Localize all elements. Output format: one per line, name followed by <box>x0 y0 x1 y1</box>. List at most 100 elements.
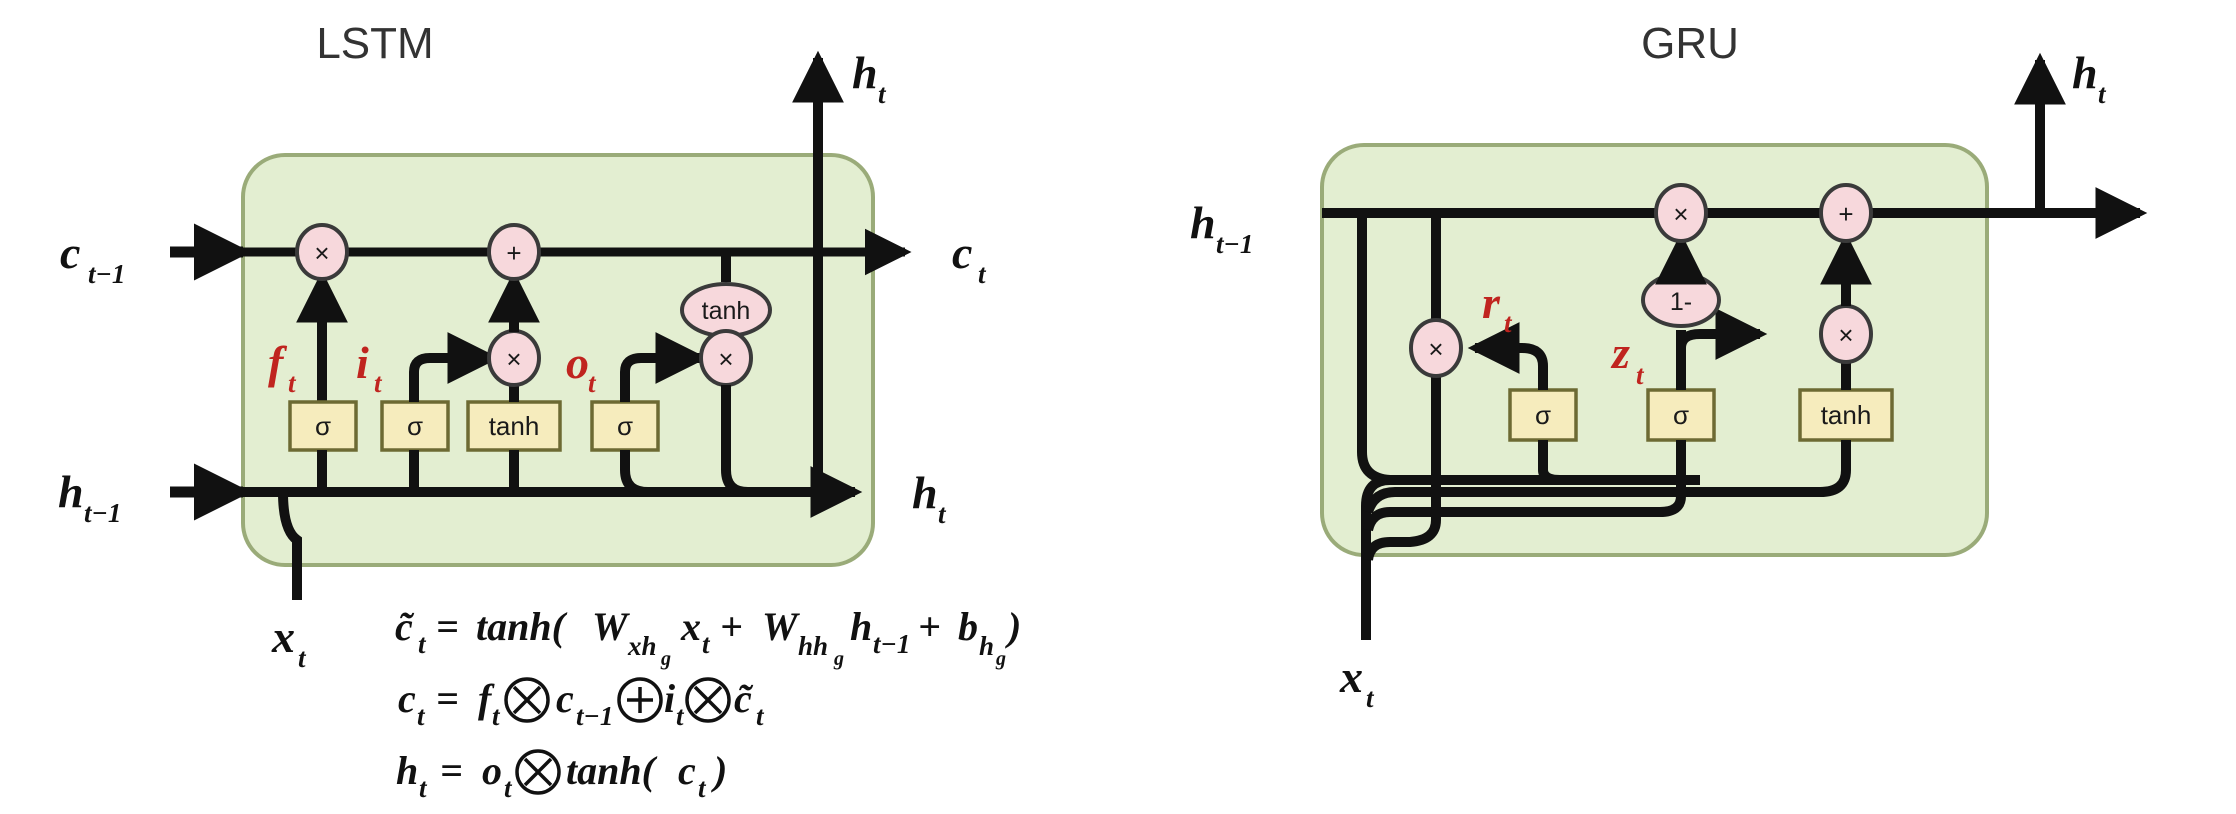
lstm-x-base: x <box>271 611 295 662</box>
lstm-candidate-tanh-box <box>466 400 562 452</box>
gru-x-sub: t <box>1366 683 1375 713</box>
gru-x-base: x <box>1339 651 1363 702</box>
lstm-output-sigma-text: σ <box>617 411 633 441</box>
eq2-c-prev: c <box>556 676 574 721</box>
gru-candidate-tanh-down <box>1395 440 1851 497</box>
eq3-close-paren: ) <box>711 748 727 793</box>
lstm-o-base: o <box>566 337 589 388</box>
lstm-output-multiply-glyph: × <box>718 344 733 374</box>
gru-reset-multiply-op <box>1409 318 1463 378</box>
eq1-w-xh: W <box>592 604 630 649</box>
eq2-i-sub: t <box>676 701 685 731</box>
eq1-w-xh-subsub: g <box>660 648 671 670</box>
lstm-forget-multiply-glyph: × <box>314 238 329 268</box>
lstm-forget-sigma-text: σ <box>315 411 331 441</box>
gru-update-add-op <box>1819 183 1873 243</box>
lstm-h-out-r-base: h <box>912 467 938 518</box>
gru-title: GRU <box>1641 19 1739 68</box>
eq2-c-prev-sub: t−1 <box>576 701 613 731</box>
gru-h-prev-sub: t−1 <box>1216 229 1253 259</box>
gru-reset-multiply-glyph: × <box>1428 334 1443 364</box>
lstm-output-sigma-box <box>590 400 660 452</box>
eq2-lhs-c: c <box>398 676 416 721</box>
eq3-o-sub: t <box>504 773 513 803</box>
eq1-plus-1: + <box>720 604 743 649</box>
eq1-h: h <box>850 604 872 649</box>
equations-group: c̃ t = tanh( W xh g x t + W hh g h t−1 +… <box>395 604 1021 803</box>
eq3-equals: = <box>440 748 463 793</box>
lstm-i-base: i <box>356 337 369 388</box>
eq2-otimes-2-circle <box>685 677 731 723</box>
eq3-c: c <box>678 748 696 793</box>
lstm-f-sub: t <box>288 368 297 398</box>
gru-hidden-state-in-label: h t−1 <box>1190 197 1253 259</box>
gru-x-bus-d <box>1363 487 1396 514</box>
lstm-cell-tanh-text: tanh <box>702 297 751 325</box>
lstm-o-sub: t <box>588 368 597 398</box>
eq1-w-xh-sub: xh <box>627 631 657 661</box>
eq2-ctilde: c̃ <box>734 676 754 721</box>
lstm-input-multiply-glyph: × <box>506 344 521 374</box>
eq3-lhs-sub: t <box>419 773 428 803</box>
gru-hprev-branch-reset <box>1390 213 1441 547</box>
eq1-h-sub: t−1 <box>873 629 910 659</box>
lstm-forget-multiply-op <box>295 223 349 281</box>
gru-input-x-label: x t <box>1339 651 1375 713</box>
lstm-hidden-out-top-label: h t <box>852 47 887 109</box>
eq1-plus-2: + <box>918 604 941 649</box>
gru-reset-to-mult-wire <box>1467 322 1548 390</box>
lstm-cell-body <box>241 153 875 567</box>
lstm-panel: LSTM c t−1 h t−1 c t h t <box>58 19 987 673</box>
gru-r-base: r <box>1482 277 1501 328</box>
gru-update-add-glyph: + <box>1838 199 1853 229</box>
equation-cell-state: c t = f t c t−1 i t c̃ t <box>398 676 765 731</box>
lstm-output-gate-label: o t <box>566 337 597 398</box>
gru-panel: GRU h t−1 h t × σ r t <box>1190 19 2148 713</box>
gru-candidate-tanh-text: tanh <box>1821 400 1872 430</box>
eq1-b: b <box>958 604 978 649</box>
gru-hidden-out-top-label: h t <box>2072 47 2107 109</box>
lstm-c-out-base: c <box>952 227 972 278</box>
lstm-candidate-tanh-text: tanh <box>489 411 540 441</box>
gru-update-gate-label: z t <box>1610 327 1645 390</box>
equation-candidate-cell: c̃ t = tanh( W xh g x t + W hh g h t−1 +… <box>395 604 1021 670</box>
lstm-h-prev-base: h <box>58 466 84 517</box>
gru-z-base: z <box>1610 327 1630 378</box>
eq3-tanh-open: tanh( <box>566 748 658 793</box>
gru-x-bus-b <box>1363 537 1391 561</box>
eq3-c-sub: t <box>698 773 707 803</box>
lstm-state-add-glyph: + <box>506 238 521 268</box>
lstm-i-sub: t <box>374 368 383 398</box>
lstm-state-add-op <box>487 223 541 281</box>
lstm-c-out-sub: t <box>978 259 987 289</box>
equation-hidden-state: h t = o t tanh( c t ) <box>396 748 727 803</box>
lstm-x-sub: t <box>298 643 307 673</box>
lstm-input-gate-label: i t <box>356 337 383 398</box>
lstm-c-prev-sub: t−1 <box>88 259 125 289</box>
eq3-lhs-h: h <box>396 748 418 793</box>
gru-h-prev-base: h <box>1190 197 1216 248</box>
lstm-h-out-r-sub: t <box>938 499 947 529</box>
lstm-h-out-t-sub: t <box>878 79 887 109</box>
gru-reset-sigma-text: σ <box>1535 400 1551 430</box>
lstm-hidden-out-right-label: h t <box>912 467 947 529</box>
gru-reset-sigma-box <box>1508 388 1578 442</box>
lstm-output-sigma-down <box>620 450 649 497</box>
eq1-x: x <box>680 604 701 649</box>
lstm-forget-gate-label: f t <box>268 337 297 398</box>
lstm-c-prev-base: c <box>60 227 80 278</box>
lstm-cell-state-out-label: c t <box>952 227 987 289</box>
eq1-w-hh-subsub: g <box>833 648 844 670</box>
eq3-o: o <box>482 748 502 793</box>
lstm-h-out-t-base: h <box>852 47 878 98</box>
eq1-b-sub: h <box>979 631 994 661</box>
gru-reset-gate-label: r t <box>1482 277 1513 338</box>
eq2-otimes-2-s2 <box>693 685 723 715</box>
gru-update-sigma-text: σ <box>1673 400 1689 430</box>
lstm-x-input-wire <box>278 491 302 600</box>
eq1-tanh-open: tanh( <box>476 604 568 649</box>
gru-reset-sigma-down <box>1538 440 1561 485</box>
lstm-output-to-mult-wire <box>620 332 708 402</box>
lstm-hidden-state-in-label: h t−1 <box>58 466 121 528</box>
